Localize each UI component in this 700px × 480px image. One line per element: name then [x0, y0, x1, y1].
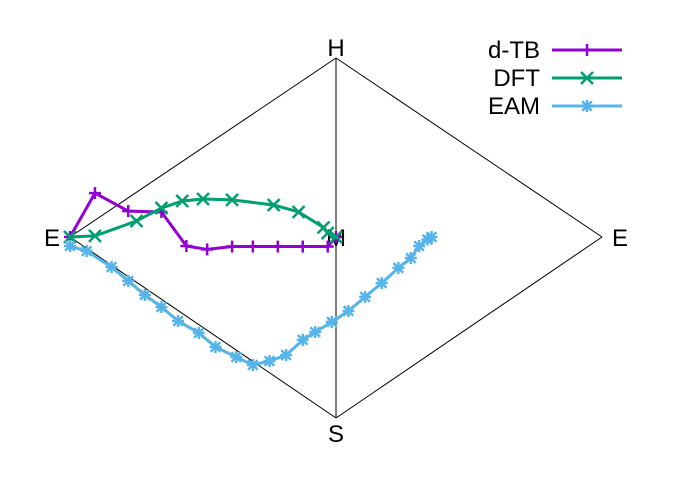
data-point-eam-2 [105, 261, 118, 274]
data-point-d-tb-7 [246, 240, 259, 253]
series-line-eam [69, 235, 433, 367]
data-point-d-tb-5 [201, 243, 214, 256]
data-point-dft-10 [320, 226, 335, 240]
series-layer [63, 187, 438, 371]
data-point-eam-9 [230, 351, 243, 364]
data-point-eam-4 [138, 288, 151, 301]
data-point-dft-11 [329, 230, 343, 244]
data-point-eam-10 [246, 358, 259, 371]
vertex-label-s: S [328, 421, 344, 448]
legend-marker-shape-2 [581, 100, 593, 112]
legend-marker-shape-1 [580, 71, 594, 85]
vertex-label-e-right: E [612, 225, 628, 252]
data-point-d-tb-2 [122, 205, 135, 218]
legend-marker-shape-0 [581, 44, 593, 56]
legend-marker-1 [580, 71, 594, 85]
data-point-eam-15 [325, 315, 338, 328]
data-point-eam-14 [309, 326, 322, 339]
data-point-eam-18 [375, 277, 388, 290]
data-point-eam-1 [80, 245, 93, 258]
legend-label-2: EAM [488, 93, 540, 120]
legend-item-0: d-TB [488, 37, 622, 64]
data-point-eam-21 [413, 240, 426, 252]
data-point-eam-3 [122, 274, 135, 287]
data-point-eam-5 [155, 301, 168, 314]
data-point-dft-3 [154, 201, 169, 215]
legend-label-0: d-TB [488, 37, 540, 64]
data-point-eam-8 [209, 340, 222, 353]
data-point-eam-23 [425, 231, 438, 243]
data-point-dft-7 [266, 198, 281, 212]
legend-item-1: DFT [493, 65, 622, 92]
data-point-eam-11 [263, 355, 276, 368]
data-point-eam-13 [296, 333, 309, 346]
frame-edge-right-bottom [335, 236, 603, 419]
data-point-d-tb-4 [180, 240, 193, 252]
frame-edge-top-right [335, 57, 603, 238]
series-line-dft [69, 197, 337, 239]
data-point-eam-19 [392, 261, 405, 274]
data-point-dft-6 [225, 193, 239, 207]
data-point-eam-16 [342, 304, 355, 317]
data-point-dft-4 [175, 194, 190, 208]
data-point-eam-6 [172, 315, 185, 328]
legend-marker-0 [581, 44, 593, 56]
data-point-d-tb-8 [271, 240, 284, 253]
frame-edge-left-top [69, 57, 337, 238]
data-point-dft-2 [129, 214, 144, 228]
data-point-d-tb-6 [226, 240, 239, 253]
data-point-eam-17 [359, 290, 372, 303]
legend: d-TB DFT EAM [488, 37, 622, 120]
vertex-label-e-left: E [44, 225, 60, 252]
data-point-eam-12 [280, 349, 293, 362]
data-point-eam-20 [404, 252, 417, 265]
legend-label-1: DFT [493, 65, 540, 92]
data-point-d-tb-9 [296, 240, 309, 253]
data-point-dft-1 [88, 229, 102, 243]
data-point-d-tb-10 [321, 240, 334, 253]
legend-item-2: EAM [488, 93, 622, 120]
data-point-dft-8 [291, 205, 306, 219]
data-point-dft-5 [196, 192, 210, 206]
data-point-eam-7 [192, 326, 205, 339]
vertex-label-h: H [327, 35, 344, 62]
legend-marker-2 [581, 100, 593, 112]
data-point-eam-0 [64, 240, 76, 252]
data-point-d-tb-1 [88, 187, 101, 200]
series-line-d-tb [68, 191, 338, 251]
